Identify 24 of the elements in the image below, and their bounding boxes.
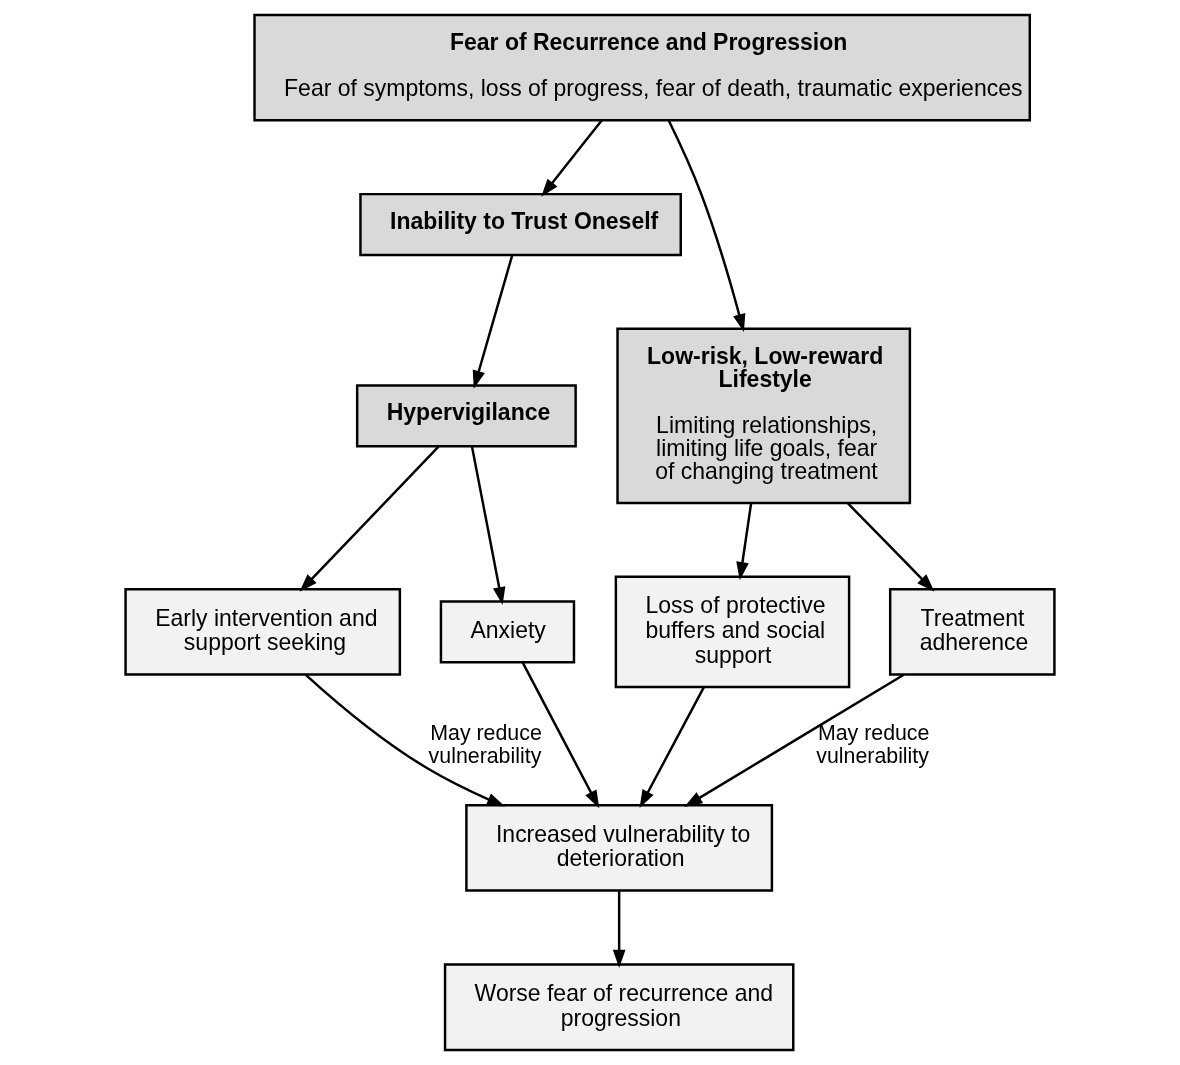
arrow (667, 120, 746, 333)
node-box: Low-risk, Low-reward Lifestyle Limiting relationships, limiting life goals, fear of changing treatment (616, 327, 912, 505)
arrow (684, 673, 905, 807)
node-box: Anxiety (439, 600, 576, 664)
node-box: Worse fear of recurrence and progression (443, 963, 795, 1052)
arrow (736, 503, 753, 581)
arrow (541, 119, 603, 197)
node-box: Early intervention and support seeking (124, 587, 402, 676)
edge-label: May reduce vulnerability (428, 721, 542, 769)
arrow (472, 255, 514, 389)
arrow (470, 446, 506, 606)
arrow (847, 502, 935, 592)
arrow (521, 662, 600, 809)
node-box: Hypervigilance (355, 384, 577, 448)
node-box: Fear of Recurrence and Progression Fear of symptoms, loss of progress, fear of death, traumatic experiences (253, 13, 1031, 122)
node-box: Treatment adherence (888, 587, 1056, 676)
node-box: Loss of protective buffers and social support (614, 575, 851, 689)
node-box: Inability to Trust Oneself (359, 192, 682, 257)
arrow (612, 891, 626, 968)
arrow (299, 445, 440, 592)
arrow (639, 686, 705, 808)
arrow (304, 673, 506, 807)
node-box: Increased vulnerability to deterioration (465, 803, 774, 892)
edge-label: May reduce vulnerability (816, 721, 930, 769)
